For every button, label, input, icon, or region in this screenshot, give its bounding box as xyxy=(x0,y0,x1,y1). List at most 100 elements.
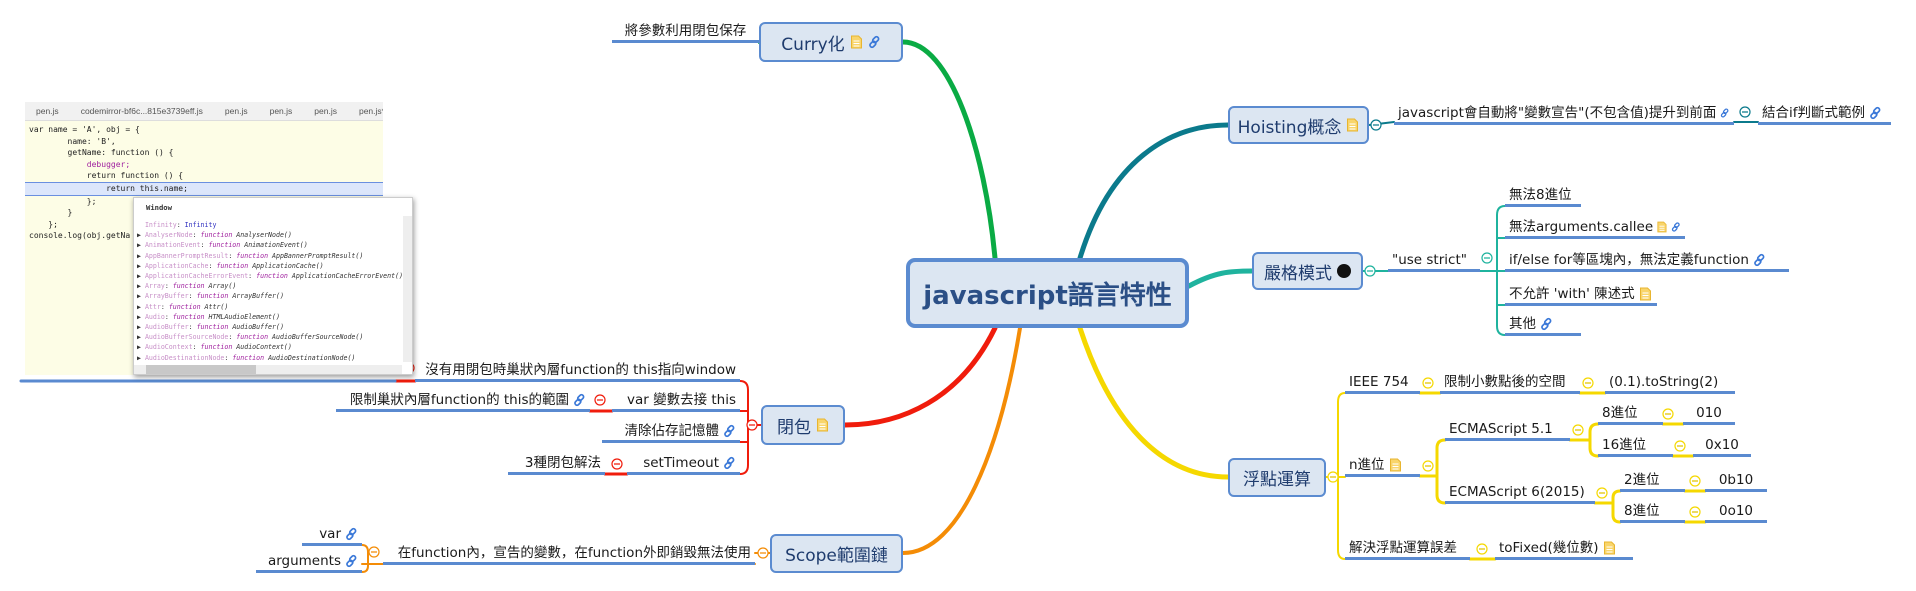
github-icon[interactable] xyxy=(1337,264,1351,278)
popup-item[interactable]: ▶ ArrayBuffer: function ArrayBuffer() xyxy=(137,292,284,301)
link-icon[interactable] xyxy=(1671,220,1681,234)
subtopic[interactable]: arguments xyxy=(256,551,362,573)
topic-closure[interactable]: 閉包 xyxy=(761,405,845,445)
popup-horizontal-scrollbar[interactable] xyxy=(134,365,402,374)
subtopic[interactable]: if/else for等區塊內，無法定義function xyxy=(1505,250,1789,272)
subtopic[interactable]: 2進位 xyxy=(1620,470,1685,492)
subtopic[interactable]: 清除佔存記憶體 xyxy=(602,421,740,443)
subtopic[interactable]: 解決浮點運算誤差 xyxy=(1345,538,1470,560)
popup-item[interactable]: ▶ AnalyserNode: function AnalyserNode() xyxy=(137,231,292,240)
subtopic[interactable]: ECMAScript 5.1 xyxy=(1445,419,1570,441)
note-icon[interactable] xyxy=(1389,458,1402,472)
popup-item[interactable]: Infinity: Infinity xyxy=(144,221,217,229)
note-icon[interactable] xyxy=(1639,287,1652,301)
subtopic-label: 無法arguments.callee xyxy=(1509,218,1654,235)
code-editor: var name = 'A', obj = { name: 'B', getNa… xyxy=(25,121,383,242)
note-icon[interactable] xyxy=(1657,220,1667,234)
subtopic-label: 解決浮點運算誤差 xyxy=(1349,539,1457,556)
popup-item[interactable]: ▶ Attr: function Attr() xyxy=(137,302,229,311)
subtopic[interactable]: IEEE 754 xyxy=(1345,372,1420,394)
note-icon[interactable] xyxy=(1603,541,1616,555)
subtopic[interactable]: 3種閉包解法 xyxy=(508,453,605,475)
popup-item[interactable]: ▶ ApplicationCacheErrorEvent: function A… xyxy=(137,272,404,281)
subtopic[interactable]: 其他 xyxy=(1505,314,1581,336)
topic-hoisting[interactable]: Hoisting概念 xyxy=(1228,106,1369,144)
popup-item[interactable]: ▶ AudioDestinationNode: function AudioDe… xyxy=(137,353,356,362)
code-line: getName: function () { xyxy=(29,148,174,158)
subtopic-label: 在function內，宣告的變數，在function外即銷毀無法使用 xyxy=(397,544,751,561)
subtopic[interactable]: 不允許 'with' 陳述式 xyxy=(1505,284,1657,306)
subtopic[interactable]: setTimeout xyxy=(627,453,740,475)
note-icon[interactable] xyxy=(816,418,829,432)
popup-item[interactable]: ▶ AnimationEvent: function AnimationEven… xyxy=(137,241,308,250)
subtopic[interactable]: 0b10 xyxy=(1705,470,1767,492)
branch-float xyxy=(1077,325,1231,480)
subtopic-label: (0.1).toString(2) xyxy=(1609,373,1719,390)
tab: pen.js xyxy=(224,106,248,116)
subtopic-label: 0o10 xyxy=(1718,502,1754,519)
subtopic-label: 010 xyxy=(1696,404,1722,421)
tab: pen.js xyxy=(314,106,337,116)
note-icon[interactable] xyxy=(1346,118,1359,132)
link-icon[interactable] xyxy=(345,527,358,541)
code-line: return function () { xyxy=(29,171,184,181)
popup-item[interactable]: ▶ AudioBufferSourceNode: function AudioB… xyxy=(137,333,364,342)
link-icon[interactable] xyxy=(1869,106,1882,120)
subtopic[interactable]: (0.1).toString(2) xyxy=(1605,372,1735,394)
subtopic-label: 限制巢狀內層function的 this的範圍 xyxy=(349,391,569,408)
subtopic[interactable]: 010 xyxy=(1683,403,1735,425)
code-line: console.log(obj.getNa xyxy=(29,231,131,241)
popup-scrollbar[interactable] xyxy=(403,216,412,362)
subtopic[interactable]: var 變數去接 this xyxy=(612,390,740,412)
subtopic[interactable]: 限制巢狀內層function的 this的範圍 xyxy=(336,390,590,412)
popup-item[interactable]: ▶ AppBannerPromptResult: function AppBan… xyxy=(137,251,364,260)
popup-item[interactable]: ▶ AudioContext: function AudioContext() xyxy=(137,343,292,352)
subtopic[interactable]: ECMAScript 6(2015) xyxy=(1445,482,1595,504)
subtopic[interactable]: 16進位 xyxy=(1598,435,1673,457)
popup-item[interactable]: ▶ Array: function Array() xyxy=(137,282,237,291)
link-icon[interactable] xyxy=(723,456,736,470)
subtopic-label: ECMAScript 5.1 xyxy=(1449,420,1553,437)
subtopic[interactable]: 結合if判斷式範例 xyxy=(1758,103,1891,125)
subtopic[interactable]: 將參數利用閉包保存 xyxy=(612,21,759,43)
note-icon[interactable] xyxy=(850,35,863,49)
subtopic[interactable]: 在function內，宣告的變數，在function外即銷毀無法使用 xyxy=(383,543,755,565)
subtopic[interactable]: 限制小數點後的空間 xyxy=(1440,372,1580,394)
link-icon[interactable] xyxy=(1720,106,1730,120)
subtopic[interactable]: 沒有用閉包時巢狀內層function的 this指向window xyxy=(415,360,740,382)
branch-hoisting xyxy=(1077,122,1231,261)
branch-closure xyxy=(842,325,998,428)
subtopic-label: 沒有用閉包時巢狀內層function的 this指向window xyxy=(425,361,736,378)
popup-item[interactable]: ▶ ApplicationCache: function Application… xyxy=(137,261,324,270)
subtopic[interactable]: 無法arguments.callee xyxy=(1505,217,1685,239)
topic-floating-point[interactable]: 浮點運算 xyxy=(1228,458,1326,497)
code-line: debugger; xyxy=(29,159,131,169)
central-topic[interactable]: javascript語言特性 xyxy=(906,258,1189,328)
devtools-screenshot-image: pen.js codemirror-bf6c...815e3739eff.js … xyxy=(25,102,413,375)
tab: pen.js xyxy=(269,106,293,116)
subtopic[interactable]: toFixed(幾位數) xyxy=(1495,538,1633,560)
subtopic[interactable]: 0o10 xyxy=(1705,501,1767,523)
popup-item[interactable]: ▶ Audio: function HTMLAudioElement() xyxy=(137,312,280,321)
subtopic[interactable]: javascript會自動將"變數宣告"(不包含值)提升到前面 xyxy=(1394,103,1734,125)
link-icon[interactable] xyxy=(1753,253,1766,267)
link-icon[interactable] xyxy=(345,554,358,568)
subtopic[interactable]: 8進位 xyxy=(1598,403,1663,425)
topic-scope-chain[interactable]: Scope範圍鏈 xyxy=(770,534,903,573)
subtopic[interactable]: n進位 xyxy=(1345,455,1420,477)
subtopic[interactable]: 0x10 xyxy=(1693,435,1751,457)
popup-item[interactable]: ▶ AudioBuffer: function AudioBuffer() xyxy=(137,323,284,332)
subtopic-label: 8進位 xyxy=(1624,502,1660,519)
link-icon[interactable] xyxy=(723,424,736,438)
subtopic[interactable]: var xyxy=(302,524,362,546)
topic-strict-mode[interactable]: 嚴格模式 xyxy=(1252,252,1363,290)
subtopic-label: 3種閉包解法 xyxy=(524,454,601,471)
link-icon[interactable] xyxy=(573,393,586,407)
link-icon[interactable] xyxy=(868,35,881,49)
subtopic[interactable]: 無法8進位 xyxy=(1505,185,1581,207)
link-icon[interactable] xyxy=(1540,317,1553,331)
subtopic[interactable]: "use strict" xyxy=(1388,250,1480,272)
topic-curry[interactable]: Curry化 xyxy=(759,22,903,62)
subtopic[interactable]: 8進位 xyxy=(1620,501,1685,523)
subtopic-label: setTimeout xyxy=(643,454,719,471)
